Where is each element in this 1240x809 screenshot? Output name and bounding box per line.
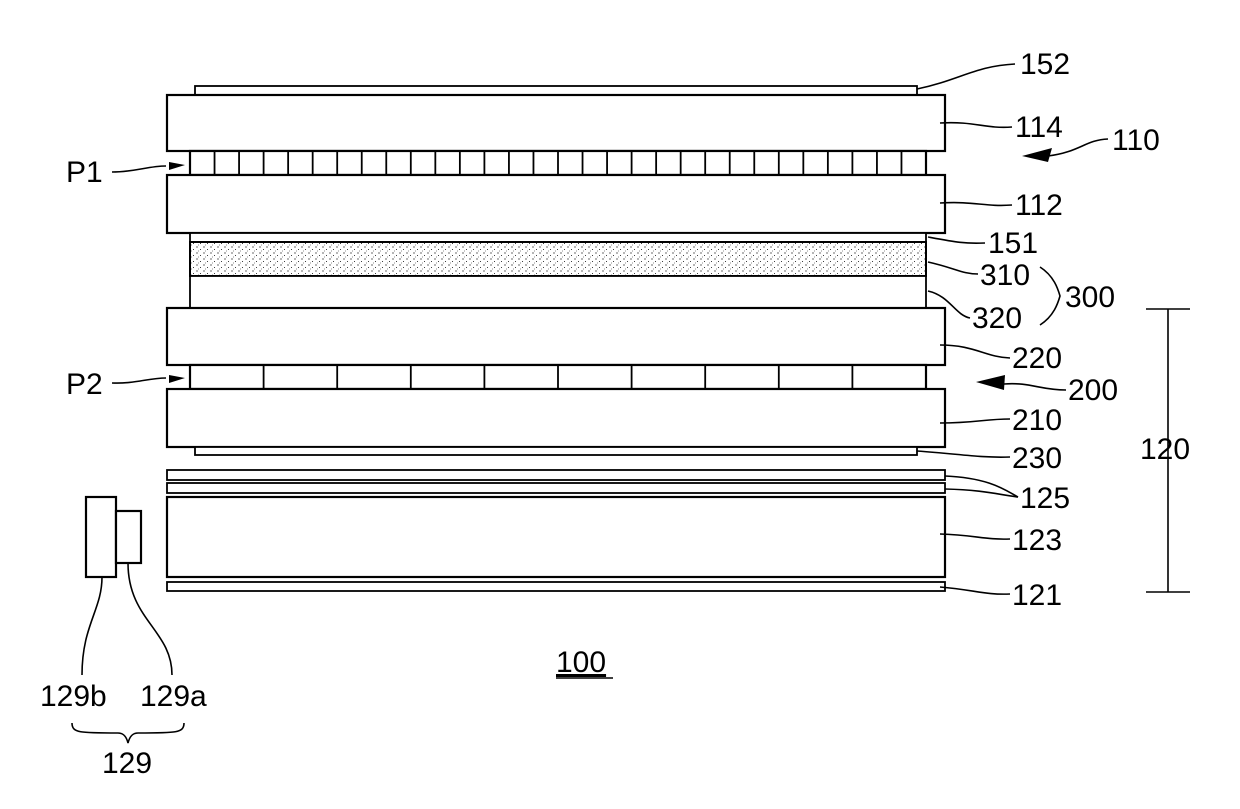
label-300: 300	[1065, 281, 1115, 314]
pixel-row-p1	[190, 151, 926, 175]
layer-112	[167, 175, 945, 233]
label-121: 121	[1012, 579, 1062, 612]
layer-125a	[167, 470, 945, 480]
layer-121	[167, 582, 945, 591]
label-230: 230	[1012, 442, 1062, 475]
label-129b: 129b	[40, 680, 107, 713]
layer-123	[167, 497, 945, 577]
light-source-129b	[86, 497, 116, 577]
label-220: 220	[1012, 342, 1062, 375]
label-320: 320	[972, 302, 1022, 335]
layer-230	[195, 447, 917, 455]
label-p1: P1	[66, 156, 103, 189]
arrow-p2	[169, 375, 185, 383]
label-114: 114	[1015, 111, 1063, 144]
label-120: 120	[1140, 433, 1190, 466]
label-129: 129	[102, 747, 152, 780]
label-310: 310	[980, 259, 1030, 292]
label-123: 123	[1012, 524, 1062, 557]
layer-125b	[167, 483, 945, 493]
pixel-row-p2	[190, 365, 926, 389]
figure-reference-numeral: 100	[556, 646, 606, 679]
arrow-110	[1022, 148, 1052, 162]
label-210: 210	[1012, 404, 1062, 437]
label-151: 151	[988, 227, 1038, 260]
arrow-200	[976, 375, 1005, 390]
layer-151	[190, 233, 926, 242]
label-125: 125	[1020, 482, 1070, 515]
layer-152	[195, 86, 917, 95]
layer-220	[167, 308, 945, 365]
layer-210	[167, 389, 945, 447]
label-152: 152	[1020, 48, 1070, 81]
arrow-p1	[169, 162, 185, 170]
label-110: 110	[1112, 124, 1160, 157]
label-112: 112	[1015, 189, 1063, 222]
layer-310	[190, 242, 926, 276]
label-200: 200	[1068, 374, 1118, 407]
layer-320	[190, 276, 926, 308]
light-source-129a	[116, 511, 141, 563]
label-129a: 129a	[140, 680, 207, 713]
layer-114	[167, 95, 945, 151]
label-p2: P2	[66, 368, 103, 401]
